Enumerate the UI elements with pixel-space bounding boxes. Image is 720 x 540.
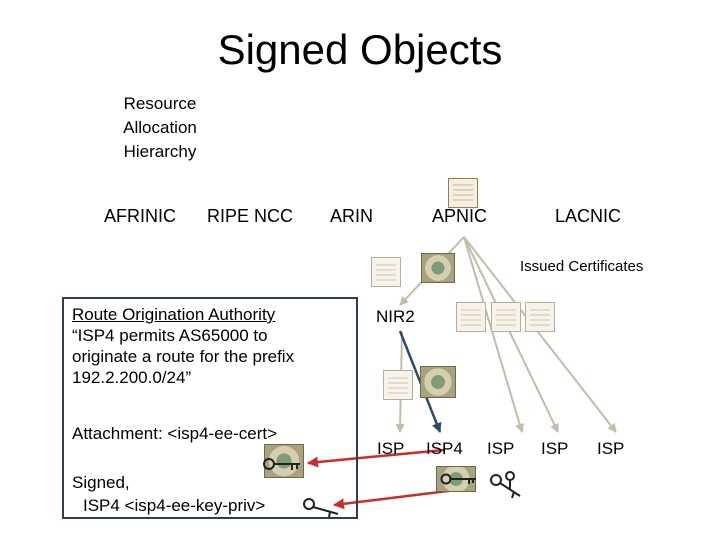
key-icon (303, 498, 339, 518)
roa-box (62, 297, 358, 519)
hierarchy-label: Resource Allocation Hierarchy (80, 92, 240, 164)
issued-certificates-label: Issued Certificates (520, 258, 644, 275)
stock-certificate-icon (420, 366, 456, 398)
key-icon (490, 471, 521, 499)
roa-text: Route Origination Authority “ISP4 permit… (72, 304, 294, 388)
roa-line-3: 192.2.200.0/24” (72, 368, 192, 387)
isp4-label: ISP4 (426, 439, 463, 458)
certificate-icon (371, 257, 401, 287)
roa-signed: Signed, (72, 473, 130, 492)
rir-lacnic: LACNIC (555, 206, 622, 226)
isp-label-5: ISP (597, 439, 625, 458)
rir-arin: ARIN (330, 206, 374, 226)
key-icon (440, 473, 476, 485)
rir-afrinic: AFRINIC (104, 206, 176, 226)
page-title: Signed Objects (217, 26, 503, 73)
certificate-lines (453, 184, 473, 201)
roa-line-1: “ISP4 permits AS65000 to (72, 326, 268, 345)
hierarchy-line-3: Hierarchy (123, 142, 197, 161)
isp-label-3: ISP (487, 439, 515, 458)
roa-attachment: Attachment: <isp4-ee-cert> (72, 424, 278, 443)
certificate-icon (491, 302, 521, 332)
rir-apnic: APNIC (432, 206, 488, 226)
certificate-icon (448, 178, 478, 208)
isp-label-1: ISP (377, 439, 405, 458)
stock-certificate-icon (421, 253, 455, 283)
hierarchy-line-1: Resource (123, 94, 197, 113)
certificate-icon (383, 370, 413, 400)
hierarchy-line-2: Allocation (123, 118, 197, 137)
roa-signed-key: ISP4 <isp4-ee-key-priv> (83, 496, 266, 515)
key-icon (263, 458, 300, 470)
certificate-icon (456, 302, 486, 332)
isp-label-4: ISP (541, 439, 569, 458)
nir2-label: NIR2 (376, 307, 415, 326)
roa-title: Route Origination Authority (72, 305, 276, 324)
rir-ripe-ncc: RIPE NCC (207, 206, 294, 226)
certificate-icon (525, 302, 555, 332)
roa-line-2: originate a route for the prefix (72, 347, 295, 366)
link-arrows (307, 448, 457, 510)
